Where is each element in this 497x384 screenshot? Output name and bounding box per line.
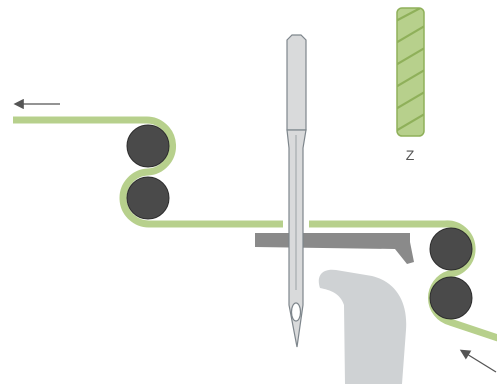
needle-plate: [255, 233, 414, 264]
z-twist-yarn-icon: [396, 7, 425, 137]
twist-label: Z: [406, 147, 415, 163]
roller-bottom-right: [429, 276, 473, 320]
fabric-thread-path: [13, 116, 497, 342]
roller-bottom-left: [126, 176, 170, 220]
roller-top-right: [429, 227, 473, 271]
roller-top-left: [126, 124, 170, 168]
presser-foot: [318, 269, 407, 384]
needle-icon: [286, 34, 307, 348]
arrow-up-left-icon: [459, 349, 497, 373]
